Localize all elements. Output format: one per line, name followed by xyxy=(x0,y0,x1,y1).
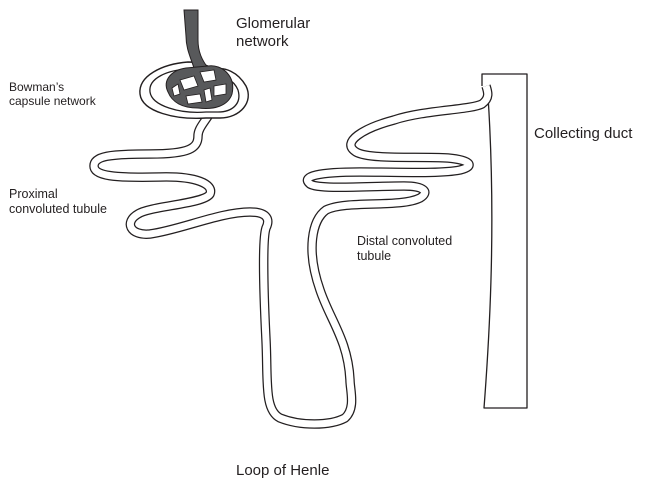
label-bowmans-capsule: Bowman’s capsule network xyxy=(9,80,96,109)
label-collecting-duct: Collecting duct xyxy=(534,125,632,143)
label-line: capsule network xyxy=(9,94,96,108)
label-proximal-tubule: Proximal convoluted tubule xyxy=(9,187,107,217)
label-line: Distal convoluted xyxy=(357,234,452,249)
label-line: Bowman’s xyxy=(9,80,96,94)
label-line: network xyxy=(236,33,310,51)
label-loop-of-henle: Loop of Henle xyxy=(236,462,329,480)
glomerular-network xyxy=(166,10,232,108)
label-line: Proximal xyxy=(9,187,107,202)
collecting-duct-shape xyxy=(482,74,527,408)
afferent-vessel xyxy=(184,10,208,68)
label-line: Collecting duct xyxy=(534,125,632,143)
label-line: convoluted tubule xyxy=(9,202,107,217)
label-glomerular-network: Glomerular network xyxy=(236,15,310,51)
label-distal-tubule: Distal convoluted tubule xyxy=(357,234,452,264)
label-line: Loop of Henle xyxy=(236,462,329,480)
label-line: tubule xyxy=(357,249,452,264)
label-line: Glomerular xyxy=(236,15,310,33)
